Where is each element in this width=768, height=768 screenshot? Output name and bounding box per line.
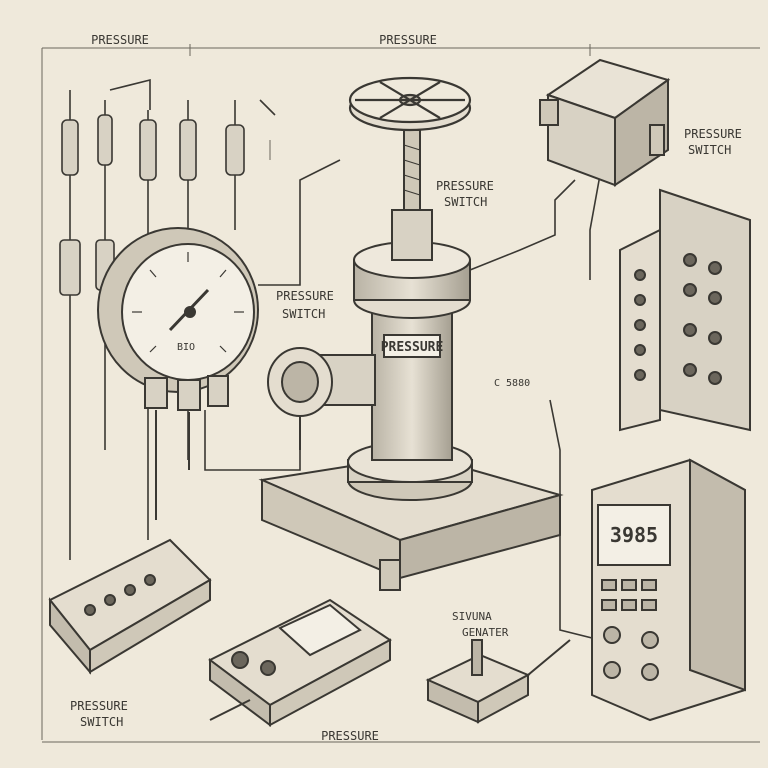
- label-switch-bottom-left: PRESSURE SWITCH: [70, 699, 135, 729]
- wiring: [109, 78, 601, 641]
- relay-block: [619, 188, 751, 432]
- label-switch-top-right-2: SWITCH: [688, 143, 731, 157]
- label-switch-center-1: PRESSURE: [436, 179, 494, 193]
- label-switch-bottom-left-2: SWITCH: [80, 715, 123, 729]
- label-top-left: PRESSURE: [91, 33, 149, 47]
- label-side-mark: C 5880: [494, 378, 530, 389]
- label-switch-center-2: SWITCH: [444, 195, 487, 209]
- digital-meter: [591, 458, 746, 722]
- gauge-face-label: BIO: [177, 342, 195, 353]
- pressure-gauge: [97, 227, 259, 520]
- label-generator-1: SIVUNA: [452, 610, 492, 623]
- valve-body-label: PRESSURE: [381, 340, 444, 355]
- label-bottom-center: PRESSURE: [321, 729, 379, 743]
- side-inlet: [267, 347, 376, 450]
- label-switch-center: PRESSURE SWITCH: [436, 179, 501, 209]
- label-generator-2: GENATER: [462, 626, 509, 639]
- valve-body: [347, 129, 473, 501]
- bottom-left-controller: [48, 538, 212, 675]
- meter-display: 3985: [610, 523, 658, 547]
- label-switch-top-right-1: PRESSURE: [684, 127, 742, 141]
- label-generator: SIVUNA GENATER: [452, 610, 509, 639]
- valve-base: [258, 453, 564, 591]
- frame-lines: [41, 44, 760, 743]
- label-top-center: PRESSURE: [379, 33, 437, 47]
- label-switch-top-right: PRESSURE SWITCH: [684, 127, 749, 157]
- generator-box: [425, 639, 571, 724]
- bottom-instrument: [208, 598, 392, 727]
- top-switch-box: [539, 58, 671, 187]
- label-switch-gauge: PRESSURE SWITCH: [276, 289, 341, 321]
- label-switch-bottom-left-1: PRESSURE: [70, 699, 128, 713]
- label-switch-gauge-2: SWITCH: [282, 307, 325, 321]
- handwheel: [348, 76, 472, 132]
- label-switch-gauge-1: PRESSURE: [276, 289, 334, 303]
